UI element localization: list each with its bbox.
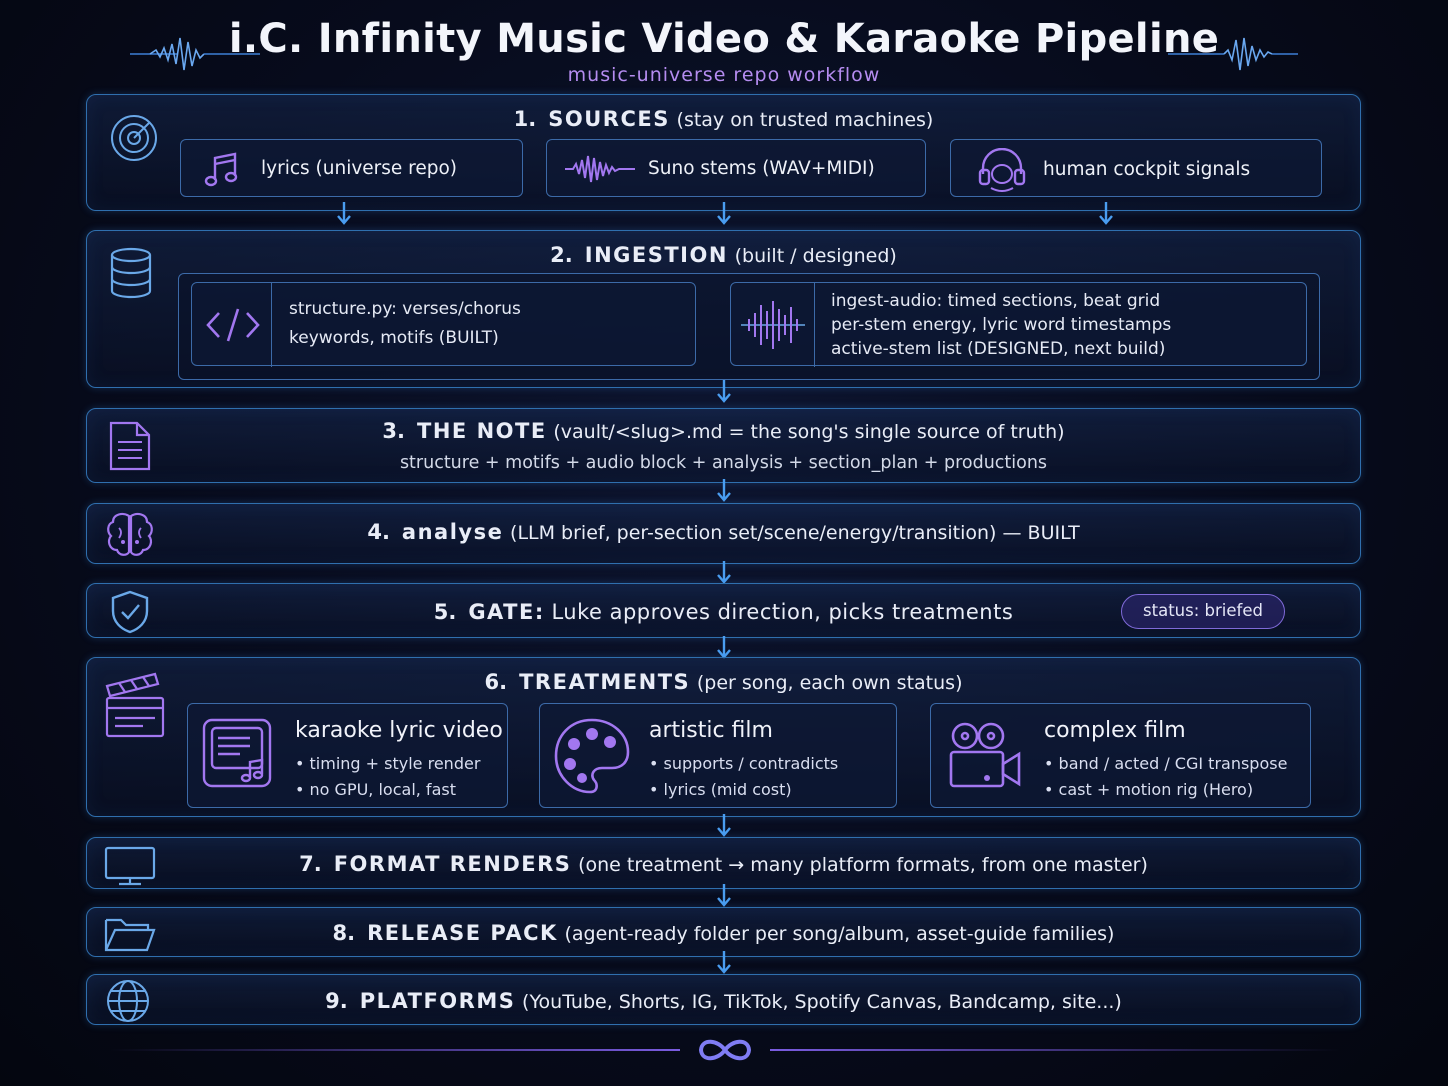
stage-header: 8.RELEASE PACK (agent-ready folder per s… — [332, 921, 1115, 945]
stage-ingestion: 2.INGESTION (built / designed) structure… — [86, 230, 1361, 388]
source-card-cockpit: human cockpit signals — [950, 139, 1322, 197]
waveform-icon — [565, 155, 635, 183]
infinity-logo-icon — [698, 1039, 752, 1061]
page-subtitle: music-universe repo workflow — [567, 64, 881, 86]
stage-analyse: 4.analyse (LLM brief, per-section set/sc… — [86, 503, 1361, 564]
bottom-divider-right — [770, 1049, 1340, 1051]
treatment-card-complex: complex film band / acted / CGI transpos… — [930, 703, 1311, 808]
flow-arrow — [717, 202, 731, 225]
database-icon — [110, 247, 152, 299]
treatment-title: karaoke lyric video — [295, 718, 503, 743]
treatment-bullets: supports / contradicts lyrics (mid cost) — [649, 751, 839, 803]
treatment-bullet: band / acted / CGI transpose — [1044, 751, 1288, 777]
flow-arrow — [717, 561, 731, 584]
source-label: Suno stems (WAV+MIDI) — [648, 158, 875, 179]
status-badge: status: briefed — [1121, 594, 1285, 629]
bottom-divider-left — [110, 1049, 680, 1051]
flow-arrow — [717, 884, 731, 907]
audio-icon — [741, 301, 805, 349]
stage-header: 5.GATE: Luke approves direction, picks t… — [433, 600, 1014, 624]
stage-subtext: structure + motifs + audio block + analy… — [399, 453, 1048, 473]
target-icon — [111, 115, 157, 161]
stage-header: 1.SOURCES (stay on trusted machines) — [513, 107, 934, 131]
flow-arrow — [1099, 202, 1113, 225]
waveform-decoration-right — [1168, 37, 1298, 71]
stage-header: 3.THE NOTE (vault/<slug>.md = the song's… — [382, 419, 1065, 443]
flow-arrow — [337, 202, 351, 225]
source-card-stems: Suno stems (WAV+MIDI) — [546, 139, 926, 197]
stage-header: 2.INGESTION (built / designed) — [550, 243, 897, 267]
stage-header: 9.PLATFORMS (YouTube, Shorts, IG, TikTok… — [325, 989, 1122, 1013]
source-card-lyrics: lyrics (universe repo) — [180, 139, 523, 197]
headset-icon — [978, 148, 1026, 192]
treatment-bullets: band / acted / CGI transpose cast + moti… — [1044, 751, 1288, 803]
treatment-bullet: timing + style render — [295, 751, 481, 777]
document-icon — [109, 421, 151, 471]
stage-the-note: 3.THE NOTE (vault/<slug>.md = the song's… — [86, 408, 1361, 483]
ingestion-line: per-stem energy, lyric word timestamps — [831, 315, 1172, 335]
stage-treatments: 6.TREATMENTS (per song, each own status)… — [86, 657, 1361, 817]
folder-icon — [104, 918, 156, 952]
flow-arrow — [717, 814, 731, 837]
stage-header: 4.analyse (LLM brief, per-section set/sc… — [367, 520, 1080, 544]
globe-icon — [107, 980, 149, 1022]
brain-icon — [107, 512, 153, 556]
stage-sources: 1.SOURCES (stay on trusted machines) lyr… — [86, 94, 1361, 211]
audio-icon-frame — [731, 283, 815, 367]
treatment-bullet: lyrics (mid cost) — [649, 777, 838, 803]
ingestion-line: structure.py: verses/chorus — [289, 299, 521, 319]
treatment-card-karaoke: karaoke lyric video timing + style rende… — [187, 703, 508, 808]
stage-release-pack: 8.RELEASE PACK (agent-ready folder per s… — [86, 907, 1361, 957]
flow-arrow — [717, 380, 731, 403]
ingestion-line: ingest-audio: timed sections, beat grid — [831, 291, 1161, 311]
stage-format-renders: 7.FORMAT RENDERS (one treatment → many p… — [86, 837, 1361, 889]
palette-icon — [554, 718, 630, 794]
flow-arrow — [717, 479, 731, 502]
source-label: lyrics (universe repo) — [261, 158, 458, 179]
treatment-bullet: supports / contradicts — [649, 751, 839, 777]
source-label: human cockpit signals — [1043, 159, 1251, 180]
treatment-card-artistic: artistic film supports / contradicts lyr… — [539, 703, 897, 808]
treatment-title: artistic film — [649, 718, 773, 743]
stage-platforms: 9.PLATFORMS (YouTube, Shorts, IG, TikTok… — [86, 974, 1361, 1025]
clapperboard-icon — [105, 672, 165, 738]
flow-arrow — [717, 951, 731, 974]
stage-header: 6.TREATMENTS (per song, each own status) — [484, 670, 963, 694]
ingestion-card-structure: structure.py: verses/chorus keywords, mo… — [191, 282, 696, 367]
ingestion-line: keywords, motifs (BUILT) — [289, 328, 499, 348]
page-title: i.C. Infinity Music Video & Karaoke Pipe… — [228, 16, 1220, 62]
monitor-icon — [104, 846, 156, 886]
film-camera-icon — [949, 722, 1021, 788]
treatment-bullet: cast + motion rig (Hero) — [1044, 777, 1287, 803]
code-icon — [206, 308, 260, 342]
treatment-bullet: no GPU, local, fast — [295, 777, 480, 803]
waveform-decoration-left — [130, 37, 260, 71]
treatment-title: complex film — [1044, 718, 1186, 743]
code-icon-frame — [192, 283, 272, 367]
lyric-video-icon — [202, 718, 272, 788]
music-note-icon — [204, 152, 238, 187]
stage-header: 7.FORMAT RENDERS (one treatment → many p… — [299, 852, 1148, 876]
shield-check-icon — [111, 590, 149, 634]
ingestion-card-audio: ingest-audio: timed sections, beat grid … — [730, 282, 1307, 367]
treatment-bullets: timing + style render no GPU, local, fas… — [295, 751, 481, 803]
ingestion-line: active-stem list (DESIGNED, next build) — [831, 339, 1166, 359]
